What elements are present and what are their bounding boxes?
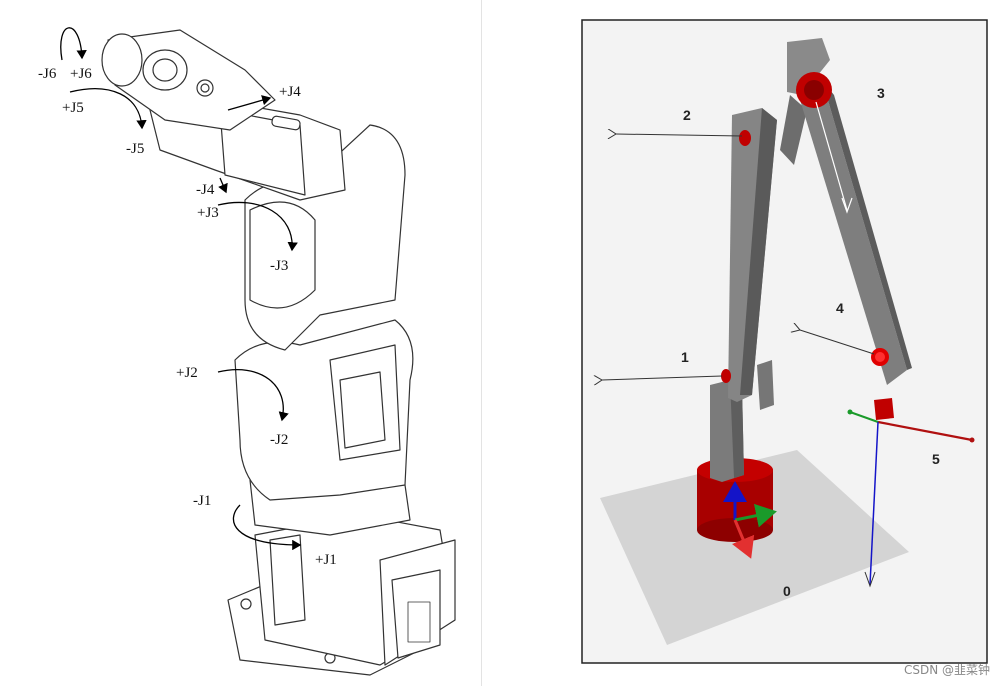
joint-label: -J1 [193,493,212,509]
joint-label: +J6 [70,66,92,82]
robot-arm-line-drawing: -J6 +J6 +J5 -J5 +J4 -J4 +J3 -J3 +J2 -J2 … [0,0,480,686]
joint-label: +J5 [62,100,84,116]
link-3 [797,80,907,385]
frame-label: 2 [683,107,691,123]
joint-label: +J2 [176,365,198,381]
frame-label: 5 [932,451,940,467]
j1-rotation-arrow [232,504,302,551]
tool-flange [101,33,143,87]
j6-rotation-arrow [60,27,87,61]
j4-plus-arrow [227,95,272,111]
frame-5-z-axis [869,421,879,586]
j4-minus-arrow [218,177,228,194]
frame-0-y-axis [734,503,777,528]
frame-1-axis [602,376,723,380]
frame-label: 3 [877,85,885,101]
joint-label: -J4 [196,182,215,198]
frame-label: 0 [783,583,791,599]
kinematic-svg [581,19,988,664]
joint-label: +J4 [279,84,301,100]
joint-label: -J3 [270,258,289,274]
joint-2 [739,130,751,146]
panel-divider [481,0,482,686]
joint-label: -J2 [270,432,289,448]
joint-label: +J3 [197,205,219,221]
link-3-head [787,38,830,95]
j3-rotation-arrow [217,201,298,252]
watermark: CSDN @韭菜钟 [903,663,990,677]
frame-5-x-axis [877,420,973,442]
joint-label: -J6 [38,66,57,82]
end-effector [874,398,894,420]
frame-label: 1 [681,349,689,365]
frame-2-axis [616,134,743,136]
joint-label: -J5 [126,141,145,157]
j2-rotation-arrow [217,369,289,422]
joint-1 [721,369,731,383]
frame-label: 4 [836,300,844,316]
frame-5-y-axis [849,411,879,423]
joint-label: +J1 [315,552,337,568]
frame-4-axis [800,330,875,355]
floor-plane [600,450,909,645]
frame-0-x-axis [732,519,755,559]
robot-arm-svg [60,27,456,676]
j5-rotation-arrow [69,88,147,130]
kinematic-frame-diagram: 0 1 2 3 4 5 [482,0,1006,686]
